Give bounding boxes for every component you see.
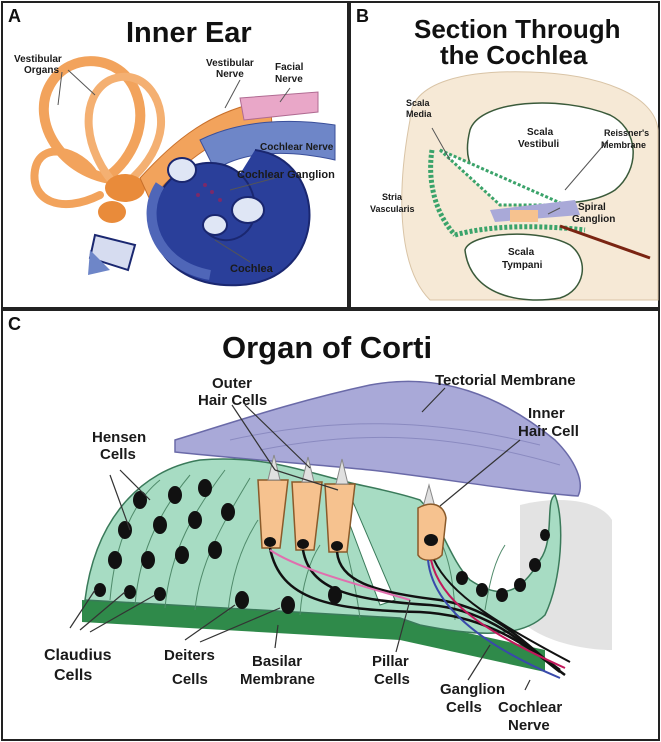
panel-c-letter: C <box>8 314 21 334</box>
label-outer-hair-2: Hair Cells <box>198 392 267 409</box>
label-inner-hair-1: Inner <box>528 405 565 422</box>
panel-b-title-2: the Cochlea <box>440 40 588 70</box>
label-scala-tympani-2: Tympani <box>502 260 543 271</box>
label-hensen-2: Cells <box>100 446 136 463</box>
label-scala-vestibuli-2: Vestibuli <box>518 139 559 150</box>
label-cochlear-ganglion: Cochlear Ganglion <box>237 169 335 181</box>
inner-hair-cell-nucleus <box>424 534 438 546</box>
label-cochlea: Cochlea <box>230 263 274 275</box>
label-scala-media-1: Scala <box>406 98 431 108</box>
panel-a-title: Inner Ear <box>126 17 252 49</box>
label-pillar-1: Pillar <box>372 653 409 670</box>
label-cochlear-nerve: Cochlear Nerve <box>260 142 334 153</box>
label-vestibular-organs-1: Vestibular <box>14 54 62 65</box>
label-claudius-2: Cells <box>54 667 92 684</box>
label-facial-nerve-2: Nerve <box>275 74 303 85</box>
label-reissners-1: Reissner's <box>604 128 649 138</box>
label-outer-hair-1: Outer <box>212 375 252 392</box>
label-scala-tympani-1: Scala <box>508 247 535 258</box>
label-pillar-2: Cells <box>374 671 410 688</box>
panel-b-hair-cells <box>510 210 538 222</box>
label-claudius-1: Claudius <box>44 647 112 664</box>
outer-hair-cells <box>258 480 355 552</box>
label-basilar-1: Basilar <box>252 653 302 670</box>
label-vestibular-nerve-2: Nerve <box>216 69 244 80</box>
label-reissners-2: Membrane <box>601 140 646 150</box>
label-vestibular-organs-2: Organs <box>24 65 59 76</box>
panel-c-title: Organ of Corti <box>222 330 432 365</box>
label-hensen-1: Hensen <box>92 429 146 446</box>
label-stria-1: Stria <box>382 192 403 202</box>
utricle-shape <box>105 174 145 202</box>
panel-a: A Inner Ear <box>2 2 348 308</box>
label-basilar-2: Membrane <box>240 671 315 688</box>
panel-a-letter: A <box>8 6 21 26</box>
label-vestibular-nerve-1: Vestibular <box>206 58 254 69</box>
label-ganglion-2: Cells <box>446 699 482 716</box>
panel-b-letter: B <box>356 6 369 26</box>
label-cochlear-nerve-2: Nerve <box>508 717 550 734</box>
label-deiters-2: Cells <box>172 671 208 688</box>
panel-c: C Organ of Corti <box>2 310 659 740</box>
inner-hair-cell-shape <box>418 504 446 560</box>
label-facial-nerve-1: Facial <box>275 62 304 73</box>
saccule-shape <box>98 201 126 223</box>
label-ganglion-1: Ganglion <box>440 681 505 698</box>
label-deiters-1: Deiters <box>164 647 215 664</box>
label-stria-2: Vascularis <box>370 204 415 214</box>
label-tectorial-membrane: Tectorial Membrane <box>435 372 576 389</box>
label-spiral-1: Spiral <box>578 202 606 213</box>
label-inner-hair-2: Hair Cell <box>518 423 579 440</box>
label-scala-vestibuli-1: Scala <box>527 127 554 138</box>
label-scala-media-2: Media <box>406 109 433 119</box>
panel-b: B Section Through the Cochlea Scala Medi… <box>350 2 659 308</box>
label-cochlear-nerve-1: Cochlear <box>498 699 562 716</box>
label-spiral-2: Ganglion <box>572 214 615 225</box>
